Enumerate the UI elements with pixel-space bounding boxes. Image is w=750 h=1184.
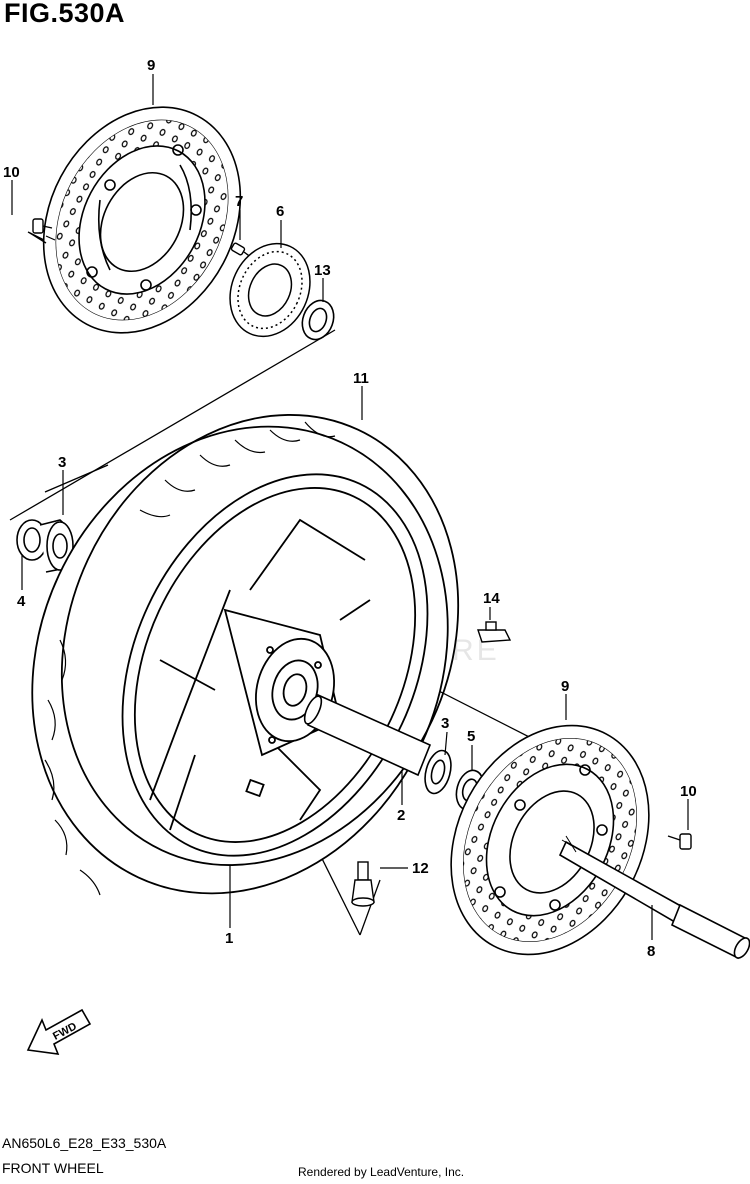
callout-3-right: 3 — [441, 715, 449, 732]
bearing-left — [16, 519, 74, 573]
callout-9-top: 9 — [147, 57, 155, 74]
callout-14: 14 — [483, 590, 500, 607]
front-axle — [558, 835, 750, 960]
callout-10-top: 10 — [3, 164, 20, 181]
figure-name: FRONT WHEEL — [2, 1160, 104, 1176]
brake-disc-top — [42, 106, 242, 334]
figure-code: AN650L6_E28_E33_530A — [2, 1135, 167, 1151]
balance-weight — [477, 621, 512, 643]
callout-4: 4 — [17, 593, 26, 610]
figure-title: FIG.530A — [4, 0, 126, 28]
wheel-tire-assembly — [31, 414, 460, 896]
callout-7: 7 — [235, 193, 243, 210]
bearing-right — [424, 749, 452, 795]
wheel-spacer — [301, 299, 335, 341]
callout-5: 5 — [467, 728, 475, 745]
callout-12: 12 — [412, 860, 429, 877]
callout-3-left: 3 — [58, 454, 66, 471]
fwd-arrow-icon: FWD — [26, 1008, 92, 1055]
callout-11: 11 — [353, 370, 369, 387]
render-credit: Rendered by LeadVenture, Inc. — [298, 1165, 465, 1179]
callout-8: 8 — [647, 943, 655, 960]
callout-10-bottom: 10 — [680, 783, 697, 800]
fwd-label: FWD — [51, 1020, 79, 1042]
brake-disc-bottom — [450, 724, 650, 956]
callout-1: 1 — [225, 930, 233, 947]
disc-bolt-bottom — [667, 833, 692, 850]
callout-2: 2 — [397, 807, 405, 824]
axle-spacer — [303, 693, 432, 777]
disc-bolt-top — [27, 218, 53, 244]
air-valve — [351, 861, 375, 907]
sensor-rotor-ring — [229, 242, 311, 338]
callout-13: 13 — [314, 262, 331, 279]
callout-6: 6 — [276, 203, 284, 220]
callout-9-bottom: 9 — [561, 678, 569, 695]
callout-leaders — [11, 74, 689, 940]
